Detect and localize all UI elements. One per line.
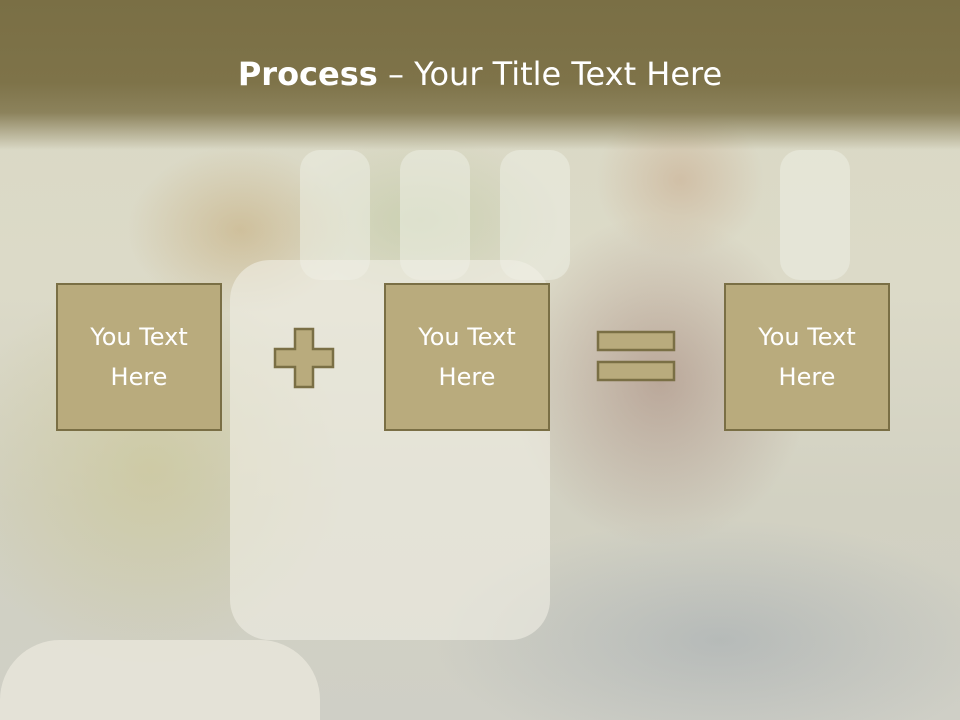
equals-icon	[596, 330, 676, 382]
window-pane	[300, 150, 370, 280]
title-banner	[0, 0, 960, 150]
window-pane	[500, 150, 570, 280]
process-box-3[interactable]: You Text Here	[724, 283, 890, 431]
sofa-arm	[0, 640, 320, 720]
process-box-2[interactable]: You Text Here	[384, 283, 550, 431]
title-rest: – Your Title Text Here	[377, 55, 723, 93]
window-pane	[400, 150, 470, 280]
plus-icon	[273, 327, 335, 389]
window-pane	[780, 150, 850, 280]
process-box-1[interactable]: You Text Here	[56, 283, 222, 431]
slide-title[interactable]: Process – Your Title Text Here	[0, 52, 960, 96]
title-bold: Process	[237, 55, 378, 93]
